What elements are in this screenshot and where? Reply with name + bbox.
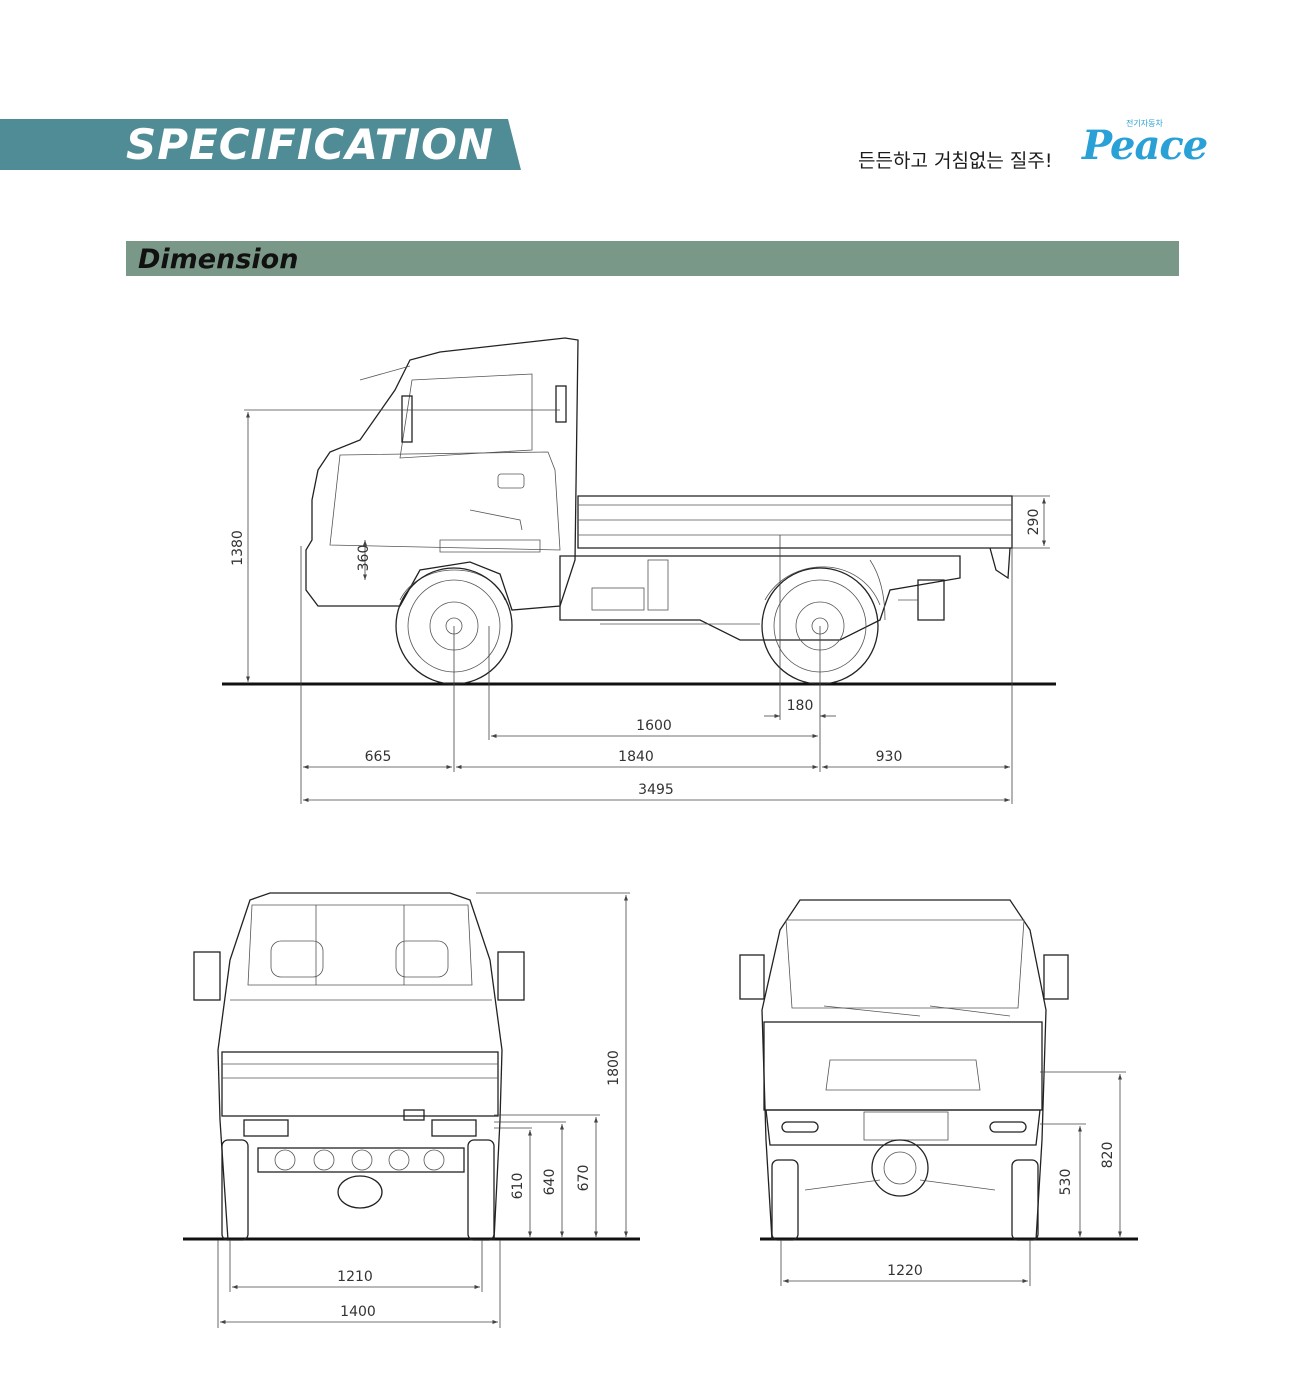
dim-cabin-floor: 360 bbox=[356, 545, 372, 572]
dim-deck-side-height: 290 bbox=[1026, 509, 1042, 536]
section-title: Dimension bbox=[138, 244, 299, 275]
dim-overall-height: 1380 bbox=[230, 530, 246, 566]
dim-rear-610: 610 bbox=[510, 1173, 526, 1200]
dim-rear-640: 640 bbox=[542, 1169, 558, 1196]
brand-logo: Peace bbox=[1082, 122, 1208, 169]
dim-rear-track: 1210 bbox=[337, 1269, 373, 1285]
rear-view-dimensions bbox=[217, 892, 630, 1328]
specification-banner bbox=[0, 119, 521, 170]
dim-wheelbase: 1840 bbox=[618, 749, 654, 765]
dim-overall-width: 1400 bbox=[340, 1304, 376, 1320]
side-view-truck bbox=[222, 337, 1056, 686]
dim-front-hood-height: 820 bbox=[1100, 1142, 1116, 1169]
rear-view-truck bbox=[183, 892, 640, 1241]
brand-subtitle: 전기자동차 bbox=[1126, 119, 1163, 128]
front-view-truck bbox=[739, 899, 1138, 1241]
slogan: 든든하고 거침없는 질주! bbox=[858, 150, 1053, 172]
section-bar bbox=[126, 241, 1179, 276]
side-view-dimensions bbox=[244, 409, 1050, 804]
dim-rear-670: 670 bbox=[576, 1165, 592, 1192]
page-title: SPECIFICATION bbox=[126, 120, 494, 169]
dim-front-track: 1220 bbox=[887, 1263, 923, 1279]
front-view-dimensions bbox=[780, 1071, 1126, 1286]
dim-front-bumper-height: 530 bbox=[1058, 1169, 1074, 1196]
dim-deck-length: 1600 bbox=[636, 718, 672, 734]
dim-180: 180 bbox=[787, 698, 814, 714]
dim-overall-length: 3495 bbox=[638, 782, 674, 798]
dim-rear-total-height: 1800 bbox=[606, 1050, 622, 1086]
dim-rear-overhang: 930 bbox=[876, 749, 903, 765]
dim-front-overhang: 665 bbox=[365, 749, 392, 765]
